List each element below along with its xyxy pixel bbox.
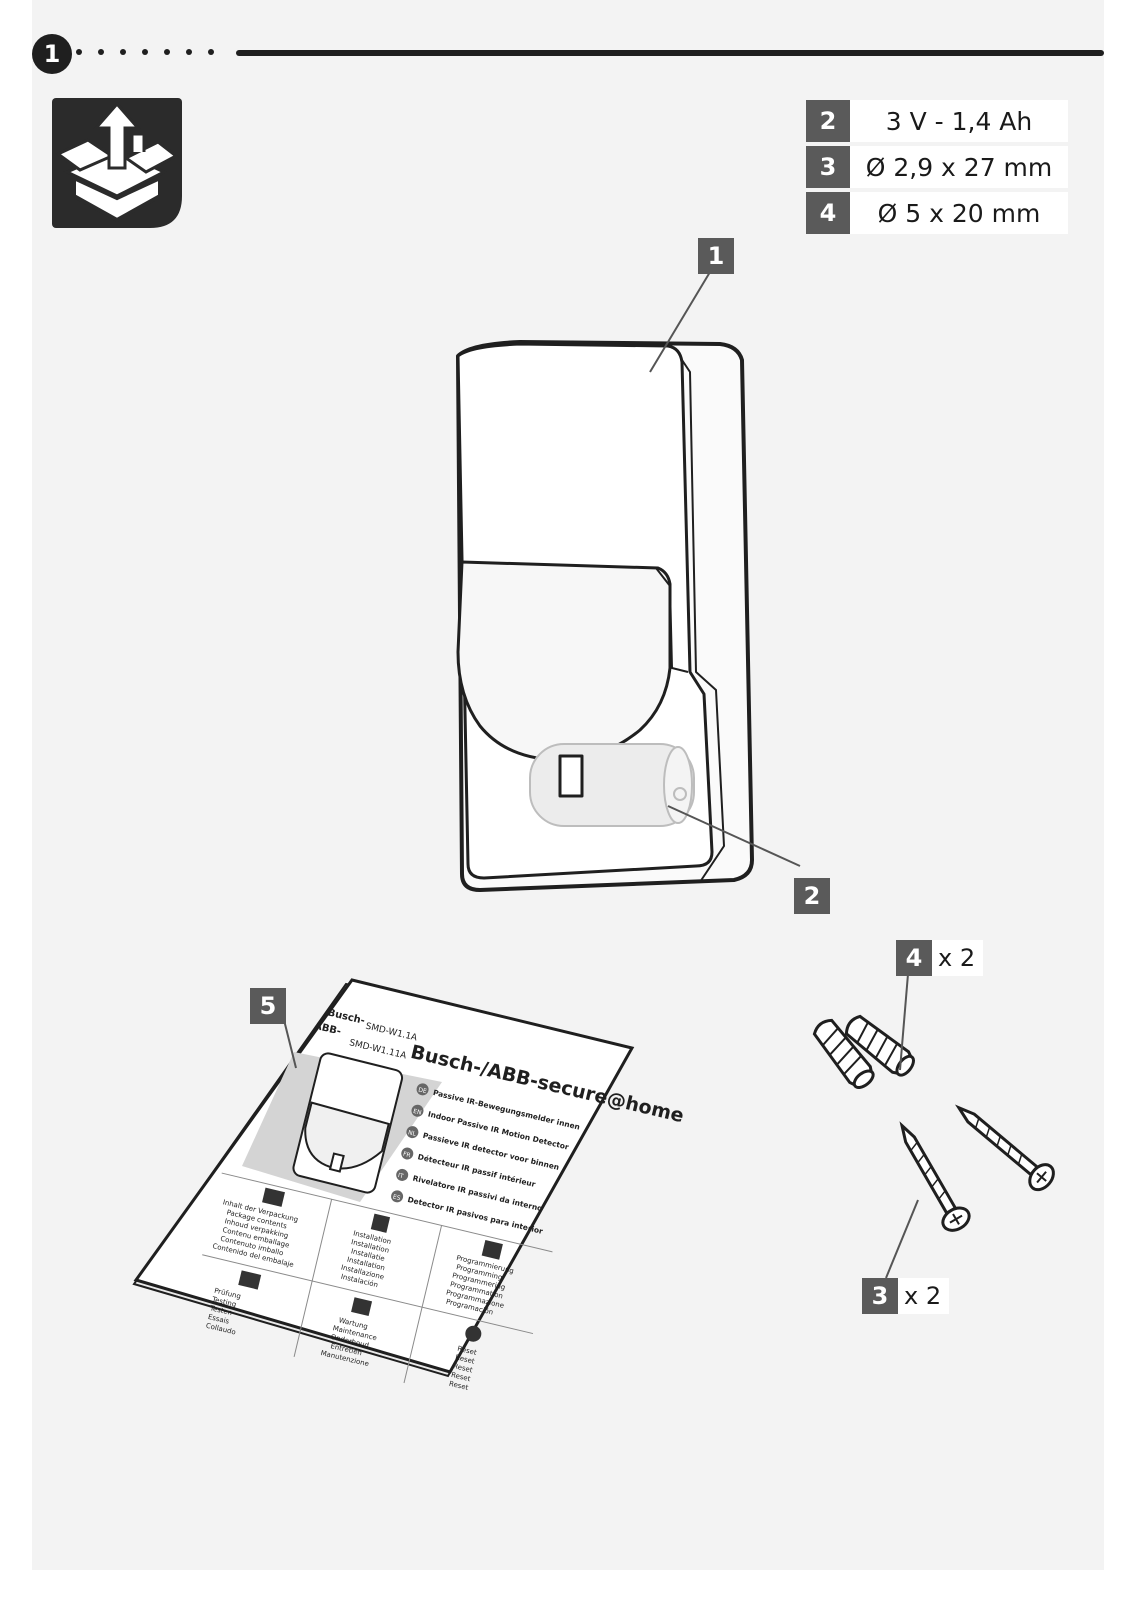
reset-icon <box>465 1325 482 1342</box>
spec-number: 4 <box>806 192 850 234</box>
manual-detector-picture <box>292 1052 404 1194</box>
battery-illustration <box>529 743 695 827</box>
callout-manual: 5 <box>250 988 286 1024</box>
screws-illustration <box>899 1104 1055 1232</box>
callout-battery: 2 <box>794 878 830 914</box>
spec-value: Ø 5 x 20 mm <box>850 192 1068 234</box>
svg-text:ES: ES <box>392 1193 401 1202</box>
svg-text:EN: EN <box>412 1108 422 1117</box>
svg-text:DE: DE <box>418 1086 428 1095</box>
svg-text:NL: NL <box>407 1129 417 1138</box>
spec-value: Ø 2,9 x 27 mm <box>850 146 1068 188</box>
unpacking-box-icon <box>262 1187 285 1207</box>
callout-line-dowels <box>899 973 909 1071</box>
callout-screws-quantity: x 2 <box>898 1278 950 1314</box>
step-number: 1 <box>32 34 72 74</box>
motion-detector-illustration <box>456 340 754 892</box>
programming-icon <box>481 1239 503 1260</box>
spec-table: 2 3 V - 1,4 Ah 3 Ø 2,9 x 27 mm 4 Ø 5 x 2… <box>806 100 1068 238</box>
step-rule <box>236 50 1104 56</box>
callout-dowels-quantity: x 2 <box>932 940 984 976</box>
spec-value: 3 V - 1,4 Ah <box>850 100 1068 142</box>
step-dots <box>76 49 236 59</box>
maintenance-icon <box>351 1297 373 1316</box>
manual-grid <box>202 1172 553 1384</box>
callout-line-screws <box>885 1199 919 1279</box>
manual-section: Installation Installation Installatie In… <box>340 1213 392 1289</box>
callout-line-detector <box>649 271 711 373</box>
manual-illustration: Busch-/ABB-secure@home Busch- SMD-W1.1A … <box>132 978 686 1392</box>
spec-number: 2 <box>806 100 850 142</box>
callout-screws: 3 <box>862 1278 898 1314</box>
wall-dowels-illustration <box>812 1014 915 1089</box>
installation-icon <box>370 1213 391 1233</box>
svg-text:IT: IT <box>397 1172 404 1180</box>
svg-text:FR: FR <box>402 1151 411 1160</box>
spec-row-screw: 3 Ø 2,9 x 27 mm <box>806 146 1068 188</box>
testing-icon <box>238 1270 262 1290</box>
manual-section: Prüfung Testing Testen Essais Collaudo <box>205 1270 262 1337</box>
callout-dowels: 4 <box>896 940 932 976</box>
spec-row-dowel: 4 Ø 5 x 20 mm <box>806 192 1068 234</box>
callout-line-battery <box>667 805 801 867</box>
spec-number: 3 <box>806 146 850 188</box>
spec-row-battery: 2 3 V - 1,4 Ah <box>806 100 1068 142</box>
unpacking-box-icon <box>52 98 182 228</box>
callout-detector: 1 <box>698 238 734 274</box>
